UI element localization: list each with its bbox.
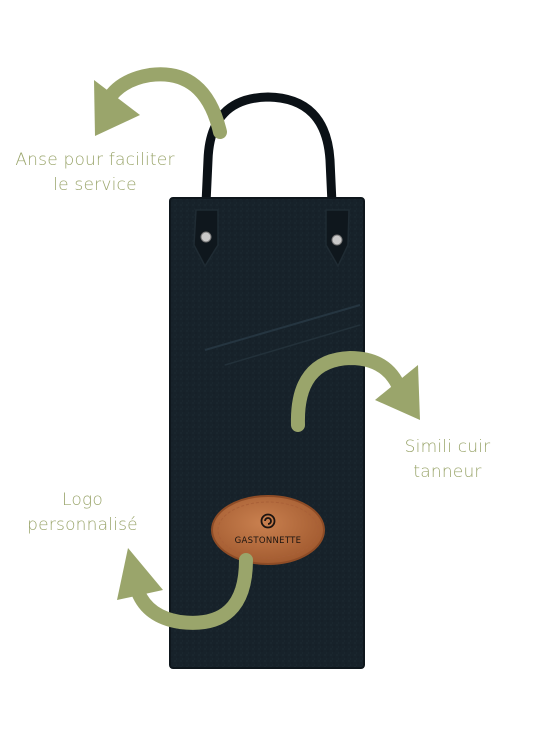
curved-arrow-icon — [94, 67, 227, 139]
bag-body — [169, 197, 365, 669]
annotation-logo-line2: personnalisé — [27, 515, 138, 535]
annotation-handle-line2: le service — [53, 175, 137, 195]
bag-handle — [200, 92, 338, 230]
swirl-logo-icon — [260, 513, 276, 529]
annotation-logo: Logo personnalisé — [15, 488, 150, 538]
annotation-handle-line1: Anse pour faciliter — [15, 150, 175, 170]
curved-arrow-icon — [290, 350, 420, 432]
annotation-material-line2: tanneur — [413, 462, 482, 482]
annotation-material: Simili cuir tanneur — [375, 435, 520, 485]
rivet-right — [331, 234, 343, 246]
logo-patch — [211, 495, 325, 565]
rivet-left — [200, 231, 212, 243]
brand-text: GASTONNETTE — [235, 536, 302, 546]
curved-arrow-icon — [117, 548, 253, 630]
bag-pocket-seam-2 — [224, 324, 361, 366]
annotation-handle: Anse pour faciliter le service — [0, 148, 190, 198]
bag-pocket-seam — [204, 304, 361, 351]
annotation-material-line1: Simili cuir — [404, 437, 491, 457]
annotation-logo-line1: Logo — [62, 490, 103, 510]
